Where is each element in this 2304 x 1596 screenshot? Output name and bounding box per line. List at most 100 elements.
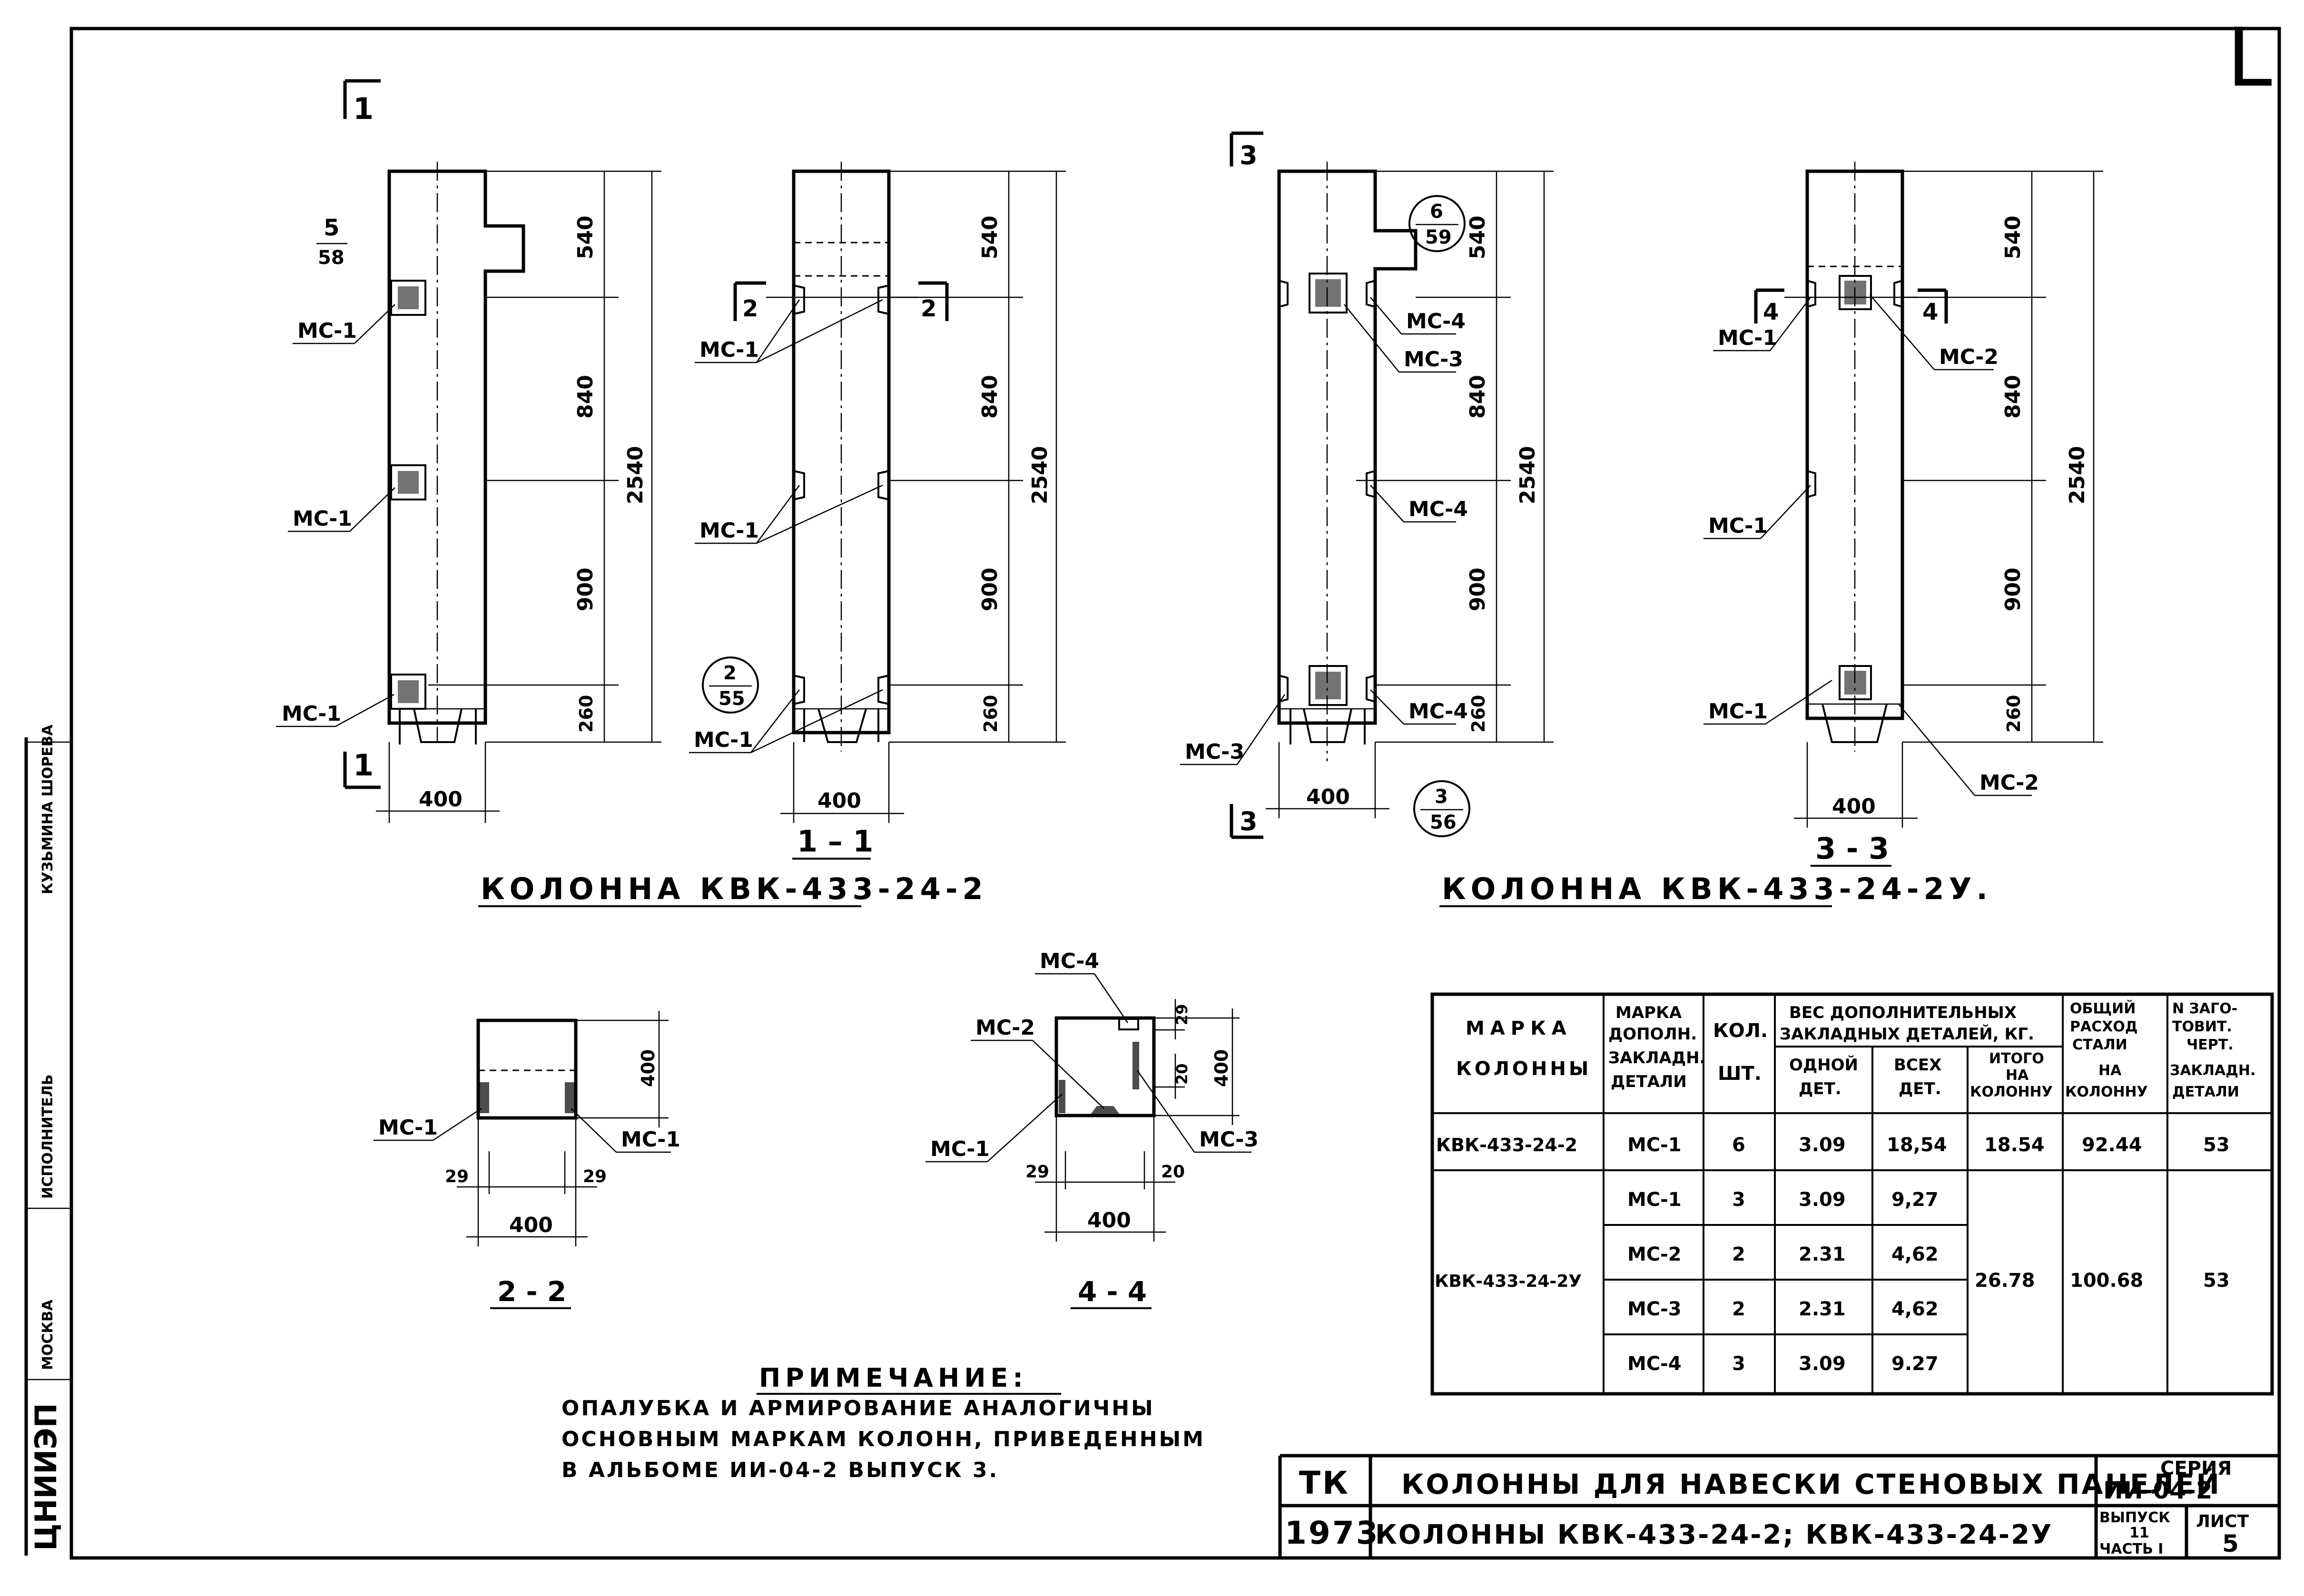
section33-dim-2540: 2540 [2065, 446, 2089, 504]
section33-mc1-label-a: МС-1 [1718, 326, 1777, 350]
section11-dim-400: 400 [817, 789, 861, 813]
section-1-1-title: 1 – 1 [797, 824, 873, 859]
side-stamp: ЦНИИЭП МОСКВА ИСПОЛНИТЕЛЬ КУЗЬМИНА ШОРЕВ… [24, 725, 71, 1556]
section33-dim-260: 260 [2003, 695, 2024, 733]
td-qty: 3 [1732, 1189, 1745, 1211]
column2-mc4-label-b: МС-4 [1408, 497, 1468, 521]
td-one: 3.09 [1799, 1353, 1846, 1375]
th-group-a: ВЕС ДОПОЛНИТЕЛЬНЫХ [1789, 1003, 2017, 1022]
title-block-tk: ТК [1299, 1465, 1350, 1501]
th-total-a: ИТОГО [1989, 1050, 2044, 1067]
column2-dim-540: 540 [1466, 215, 1490, 259]
td-one: 3.09 [1799, 1189, 1846, 1211]
section-4-4-title: 4 - 4 [1078, 1275, 1147, 1308]
section22-dim-400: 400 [509, 1213, 553, 1237]
balloon-2-top: 2 [723, 662, 737, 684]
td-part: МС-4 [1627, 1353, 1682, 1375]
th-col1-b: КОЛОННЫ [1456, 1058, 1591, 1080]
td-part: МС-1 [1627, 1134, 1682, 1156]
table-row: МС-1 3 3.09 9,27 [1627, 1189, 1939, 1211]
title-block-sheet-label: ЛИСТ [2196, 1512, 2249, 1531]
balloon-6-top: 6 [1430, 201, 1443, 223]
column1-mc1-label-a: МС-1 [297, 319, 357, 343]
th-col2-b: ДОПОЛН. [1608, 1025, 1697, 1044]
balloon-3-bot: 56 [1430, 812, 1457, 833]
section-4-label-right: 4 [1922, 299, 1938, 325]
column1-dim-2540: 2540 [623, 446, 648, 504]
side-stamp-names: КУЗЬМИНА ШОРЕВА [39, 725, 56, 894]
td-all: 9,27 [1891, 1189, 1939, 1211]
td-all: 4,62 [1891, 1298, 1939, 1320]
section-1-label-top: 1 [353, 91, 374, 126]
section11-mc1-label-a: МС-1 [699, 338, 759, 362]
th-steel-a: ОБЩИЙ [2070, 1000, 2136, 1017]
th-col2-c: ЗАКЛАДН. [1608, 1048, 1705, 1067]
td-all: 4,62 [1891, 1244, 1939, 1265]
side-stamp-role: ИСПОЛНИТЕЛЬ [39, 1074, 56, 1199]
td-part: МС-3 [1627, 1298, 1682, 1320]
corner-mark: L [2227, 11, 2272, 105]
title-block-title2: КОЛОННЫ КВК-433-24-2; КВК-433-24-2У [1375, 1519, 2053, 1550]
table-row: МС-1 6 3.09 18,54 [1627, 1134, 1947, 1156]
td-part: МС-2 [1627, 1244, 1682, 1265]
section11-mc1-label-c: МС-1 [694, 728, 753, 752]
section33-mc1-label-c: МС-1 [1708, 699, 1768, 724]
th-col3-a: КОЛ. [1713, 1020, 1768, 1042]
section44-dim-400v: 400 [1211, 1049, 1232, 1087]
section44-mc4-label: МС-4 [1040, 949, 1099, 973]
section44-dim-29v: 29 [1173, 1004, 1191, 1025]
section33-mc1-label-b: МС-1 [1708, 514, 1768, 538]
column2-mc4-label-c: МС-4 [1408, 699, 1468, 724]
column1-elevation: 1 1 5 58 МС-1 МС-1 МС-1 540 [276, 79, 661, 823]
section44-dim-29: 29 [1025, 1162, 1049, 1182]
th-drawing-d: ЗАКЛАДН. [2170, 1062, 2255, 1079]
td-g1-column: КВК-433-24-2 [1436, 1135, 1577, 1155]
section-3-3-title: 3 - 3 [1815, 831, 1889, 866]
section44-dim-20v: 20 [1173, 1063, 1191, 1085]
balloon-6-bot: 59 [1425, 226, 1452, 248]
section-4-label-left: 4 [1763, 299, 1779, 325]
th-drawing-c: ЧЕРТ. [2186, 1037, 2234, 1053]
section11-dim-540: 540 [978, 215, 1002, 259]
th-all-a: ВСЕХ [1894, 1056, 1941, 1075]
note-block: ПРИМЕЧАНИЕ: ОПАЛУБКА И АРМИРОВАНИЕ АНАЛО… [561, 1363, 1203, 1482]
td-g2-drawing: 53 [2203, 1270, 2230, 1292]
section22-mc1-label-right: МС-1 [621, 1127, 680, 1152]
column1-title: КОЛОННА КВК-433-24-2 [481, 871, 988, 906]
column1-dim-260: 260 [576, 695, 597, 733]
section44-dim-20: 20 [1161, 1162, 1185, 1182]
section-2-2-view: 400 МС-1 МС-1 29 29 400 2 - 2 [374, 1011, 680, 1309]
note-line-1: ОПАЛУБКА И АРМИРОВАНИЕ АНАЛОГИЧНЫ [561, 1396, 1155, 1420]
section33-dim-900: 900 [2001, 568, 2025, 611]
note-heading: ПРИМЕЧАНИЕ: [759, 1363, 1028, 1393]
section-4-4-view: 400 29 20 МС-4 МС-2 МС-3 МС-1 29 20 400 … [926, 949, 1259, 1309]
column1-dim-400: 400 [419, 787, 463, 812]
td-qty: 2 [1732, 1244, 1745, 1265]
column2-mc4-label-a: МС-4 [1406, 309, 1466, 333]
balloon-3-top: 3 [1435, 786, 1448, 808]
th-drawing-e: ДЕТАЛИ [2172, 1084, 2239, 1100]
section-3-3-view: 4 4 МС-1 МС-2 МС-1 МС-1 МС-2 540 840 900… [1703, 162, 2103, 867]
column2-dim-840: 840 [1466, 375, 1490, 419]
th-col2-d: ДЕТАЛИ [1611, 1072, 1687, 1091]
th-one-b: ДЕТ. [1799, 1079, 1841, 1098]
column1-mark-bot: 58 [318, 247, 345, 269]
column2-dim-2540: 2540 [1516, 446, 1540, 504]
section11-dim-260: 260 [980, 695, 1001, 733]
section-1-1-view: 2 2 МС-1 МС-1 МС-1 2 55 540 840 900 260 … [689, 162, 1066, 860]
section44-mc2-label: МС-2 [975, 1016, 1035, 1040]
th-col1-a: МАРКА [1466, 1018, 1572, 1039]
column2-dim-400: 400 [1306, 785, 1350, 809]
note-line-3: В АЛЬБОМЕ ИИ-04-2 ВЫПУСК 3. [561, 1458, 999, 1482]
th-group-b: ЗАКЛАДНЫХ ДЕТАЛЕЙ, КГ. [1780, 1024, 2034, 1044]
column1-mark-top: 5 [324, 215, 339, 241]
parts-table: МАРКА КОЛОННЫ МАРКА ДОПОЛН. ЗАКЛАДН. ДЕТ… [1430, 992, 2274, 1396]
title-block-issue-value: 11 [2129, 1525, 2149, 1541]
td-qty: 2 [1732, 1298, 1745, 1320]
column2-elevation: 3 3 6 59 3 56 МС-4 МС-3 МС-4 МС-4 [1180, 131, 1554, 839]
th-steel-b: РАСХОД [2070, 1018, 2138, 1035]
column2-dim-260: 260 [1468, 695, 1489, 733]
section11-dim-900: 900 [978, 568, 1002, 611]
th-col3-b: ШТ. [1718, 1063, 1762, 1085]
